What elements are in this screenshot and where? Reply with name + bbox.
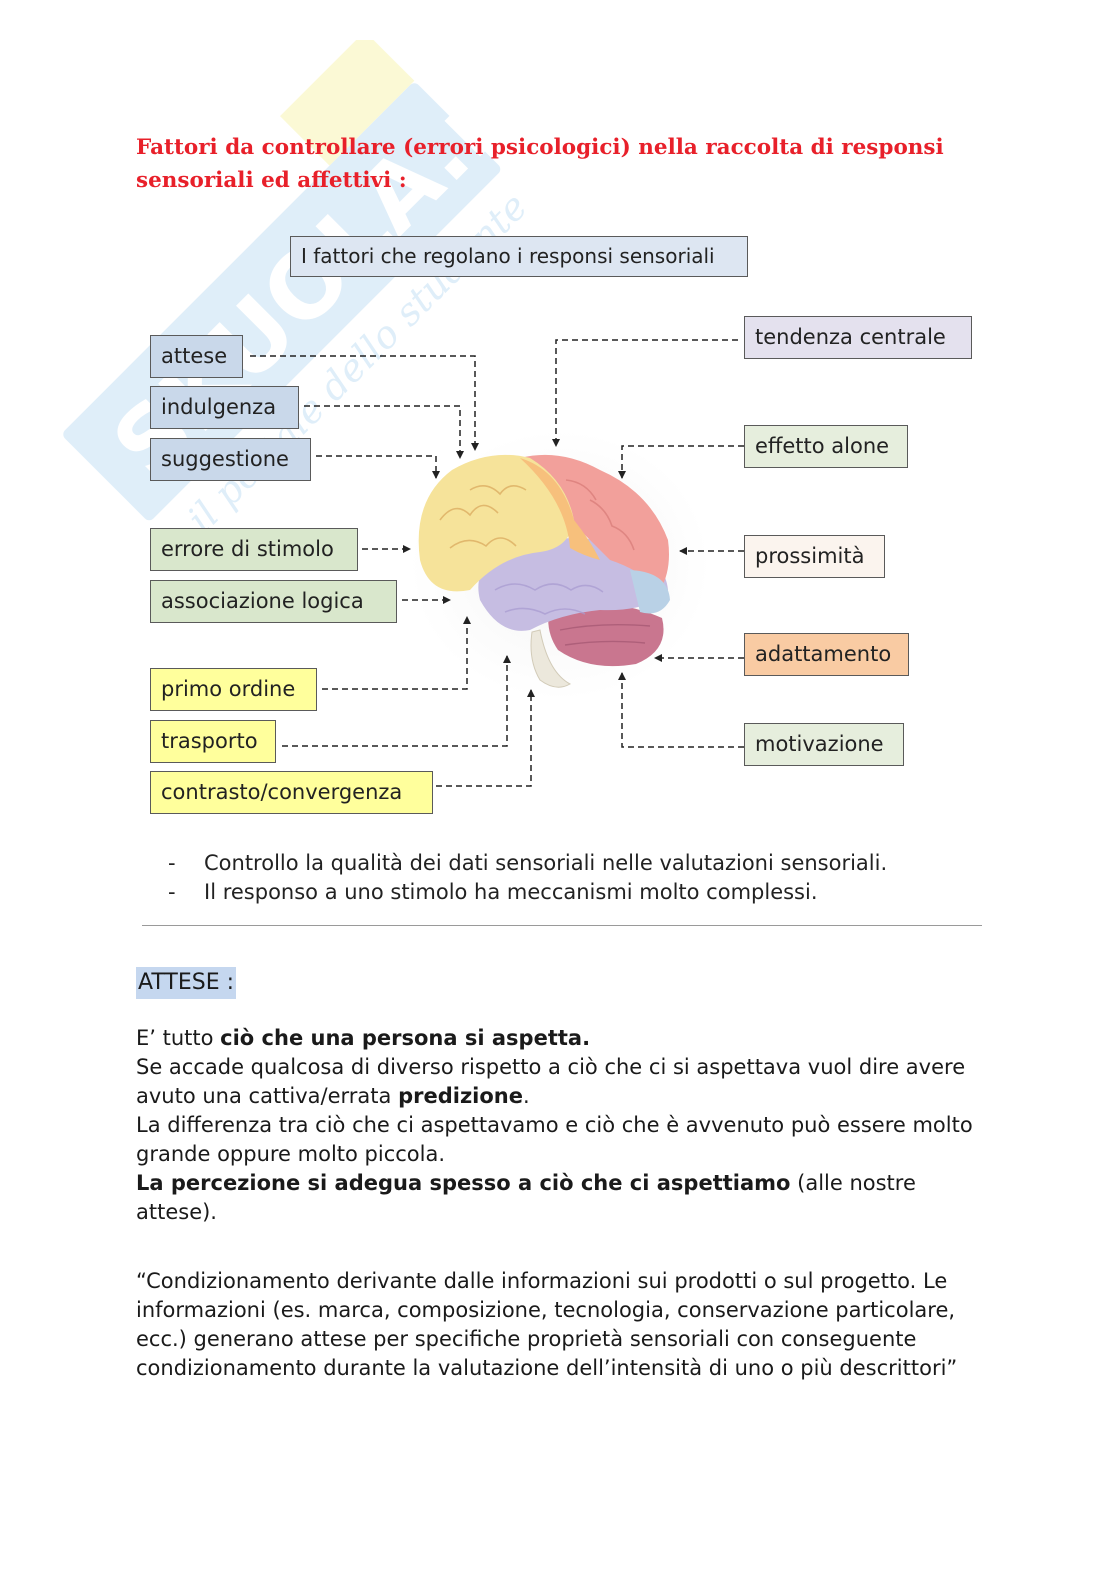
bullet-item: Il responso a uno stimolo ha meccanismi … [168, 878, 887, 907]
document-title: Fattori da controllare (errori psicologi… [136, 135, 944, 193]
text-run: . [523, 1084, 530, 1108]
connectors-left [250, 355, 535, 787]
factor-motivazione: motivazione [744, 723, 904, 766]
connector-primo-ordine [322, 616, 471, 690]
factor-tendenza-centrale: tendenza centrale [744, 316, 972, 359]
connector-indulgenza [304, 405, 464, 459]
factor-suggestione: suggestione [150, 438, 311, 481]
factor-effetto-alone: effetto alone [744, 425, 908, 468]
divider [142, 925, 982, 926]
factor-associazione-logica: associazione logica [150, 580, 397, 623]
section-paragraph: E’ tutto ciò che una persona si aspetta.… [136, 1024, 996, 1227]
factor-primo-ordine: primo ordine [150, 668, 317, 711]
bullet-item: Controllo la qualità dei dati sensoriali… [168, 849, 887, 878]
diagram-canvas [250, 339, 744, 787]
section-quote: “Condizionamento derivante dalle informa… [136, 1269, 958, 1380]
factor-trasporto: trasporto [150, 720, 276, 763]
brain-illustration [410, 430, 710, 700]
text-run: (alle nostre attese). [136, 1171, 916, 1224]
section-title: ATTESE : [136, 967, 237, 999]
factor-adattamento: adattamento [744, 633, 909, 676]
text-run-bold: ciò che una persona si aspetta. [220, 1026, 591, 1050]
factor-errore-di-stimolo: errore di stimolo [150, 528, 358, 571]
factor-contrasto-convergenza: contrasto/convergenza [150, 771, 433, 814]
connector-effetto-alone [618, 445, 744, 479]
connector-contrasto [436, 689, 535, 787]
connector-suggestione [316, 455, 440, 479]
text-run: Se accade qualcosa di diverso rispetto a… [136, 1055, 966, 1108]
connectors-right [552, 339, 744, 748]
text-run: La differenza tra ciò che ci aspettavamo… [136, 1113, 973, 1166]
factor-prossimita: prossimità [744, 535, 885, 578]
factors-diagram: I fattori che regolano i responsi sensor… [150, 236, 972, 814]
connector-tendenza-centrale [552, 339, 738, 447]
diagram-header: I fattori che regolano i responsi sensor… [290, 236, 748, 277]
connector-motivazione [618, 672, 744, 748]
factor-attese: attese [150, 335, 243, 378]
connector-attese [250, 355, 479, 451]
text-run-bold: predizione [398, 1084, 523, 1108]
text-run: E’ tutto [136, 1026, 221, 1050]
connector-trasporto [282, 655, 511, 747]
bullet-list: Controllo la qualità dei dati sensoriali… [168, 849, 887, 907]
text-run-bold: La percezione si adegua spesso a ciò che… [136, 1171, 791, 1195]
factor-indulgenza: indulgenza [150, 386, 299, 429]
